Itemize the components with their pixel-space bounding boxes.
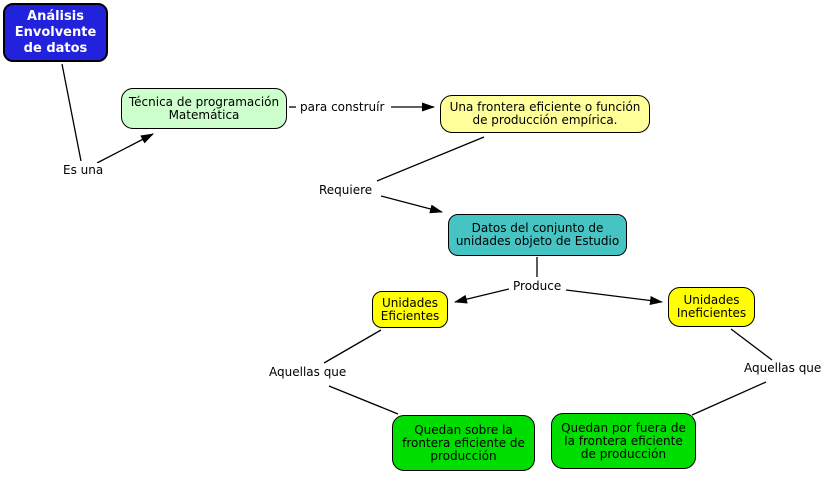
- node-tecnica-de-programacion[interactable]: Técnica de programación Matemática: [121, 88, 287, 129]
- link-label-produce[interactable]: Produce: [512, 279, 563, 293]
- connector-aquellas-izq-to-quedan-sobre: [328, 385, 399, 415]
- link-label-aquellas-que-right[interactable]: Aquellas que: [743, 361, 823, 375]
- node-datos-del-conjunto[interactable]: Datos del conjunto de unidades objeto de…: [448, 214, 627, 256]
- node-unidades-eficientes[interactable]: Unidades Eficientes: [372, 291, 448, 328]
- link-label-para-construir[interactable]: para construír: [299, 100, 386, 114]
- connector-frontera-to-requiere: [376, 136, 485, 182]
- connector-eficientes-to-aquellas-izq: [323, 329, 382, 364]
- node-quedan-por-fuera-de-la-frontera[interactable]: Quedan por fuera de la frontera eficient…: [551, 413, 696, 469]
- connector-es-una-to-tecnica-arrow: [96, 133, 154, 164]
- node-frontera-eficiente[interactable]: Una frontera eficiente o función de prod…: [440, 95, 650, 133]
- link-label-aquellas-que-left[interactable]: Aquellas que: [268, 365, 348, 379]
- link-label-es-una[interactable]: Es una: [62, 163, 105, 177]
- node-analisis-envolvente-de-datos[interactable]: Análisis Envolvente de datos: [3, 3, 108, 62]
- node-quedan-sobre-la-frontera[interactable]: Quedan sobre la frontera eficiente de pr…: [392, 415, 535, 471]
- node-unidades-ineficientes[interactable]: Unidades Ineficientes: [668, 287, 755, 327]
- connector-produce-to-eficientes-arrow: [454, 288, 510, 304]
- connector-produce-to-ineficientes-arrow: [565, 289, 663, 305]
- connector-ineficientes-to-aquellas-der: [730, 328, 773, 361]
- connector-aquellas-der-to-quedan-fuera: [691, 381, 767, 416]
- link-label-requiere[interactable]: Requiere: [318, 183, 374, 197]
- connector-requiere-to-datos-arrow: [380, 195, 443, 214]
- connector-analisis-to-es-una: [61, 63, 82, 162]
